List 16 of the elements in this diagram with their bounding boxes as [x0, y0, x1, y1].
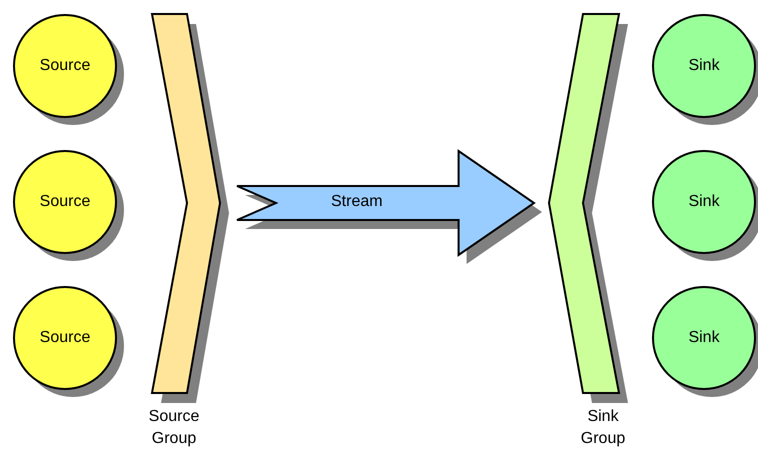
circle-node	[651, 149, 758, 263]
block-arrow	[236, 149, 542, 264]
circle-node	[12, 149, 126, 263]
node-label: Source	[38, 328, 92, 348]
circle-node	[651, 285, 758, 399]
node-label: Sink	[687, 56, 721, 76]
node-label: Sink	[687, 328, 721, 348]
edge-label: Stream	[331, 193, 383, 211]
node-label: Source	[38, 192, 92, 212]
circle-node	[12, 285, 126, 399]
group-label: Source Group	[148, 407, 200, 449]
group-label: Sink Group	[580, 407, 626, 449]
circle-node	[12, 13, 126, 127]
node-label: Source	[38, 56, 92, 76]
node-label: Sink	[687, 192, 721, 212]
circle-node	[651, 13, 758, 127]
